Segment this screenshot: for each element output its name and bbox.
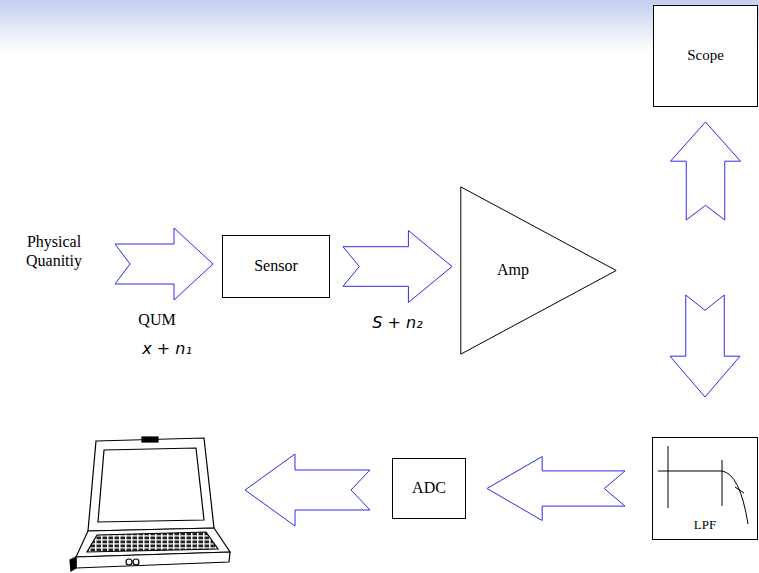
filter-box: LPF <box>652 437 758 540</box>
filter-response <box>658 446 748 524</box>
signal-name: QUM <box>122 310 192 329</box>
node-label: Sensor <box>254 257 298 275</box>
block-arrow <box>245 454 370 526</box>
display-box: Scope <box>653 5 758 107</box>
node-label: Amp <box>497 261 529 279</box>
converter-box: ADC <box>392 458 466 519</box>
laptop-computer <box>70 437 230 571</box>
amplifier-triangle: Amp <box>460 186 617 355</box>
signal-expression: S + n₂ <box>372 313 422 332</box>
title-band <box>0 0 759 52</box>
block-arrow <box>671 122 741 220</box>
sensor-box: Sensor <box>222 235 330 298</box>
node-label: LPF <box>694 518 716 533</box>
signal-expression: x + n₁ <box>122 339 212 358</box>
block-arrow <box>115 228 213 300</box>
block-arrow <box>487 457 625 521</box>
triangle-outline <box>460 186 617 355</box>
block-arrow <box>343 231 452 303</box>
node-label: Scope <box>687 47 724 64</box>
node-label: ADC <box>412 479 446 497</box>
block-arrow <box>670 295 740 397</box>
input-label: Physical Quanitiy <box>6 232 102 270</box>
